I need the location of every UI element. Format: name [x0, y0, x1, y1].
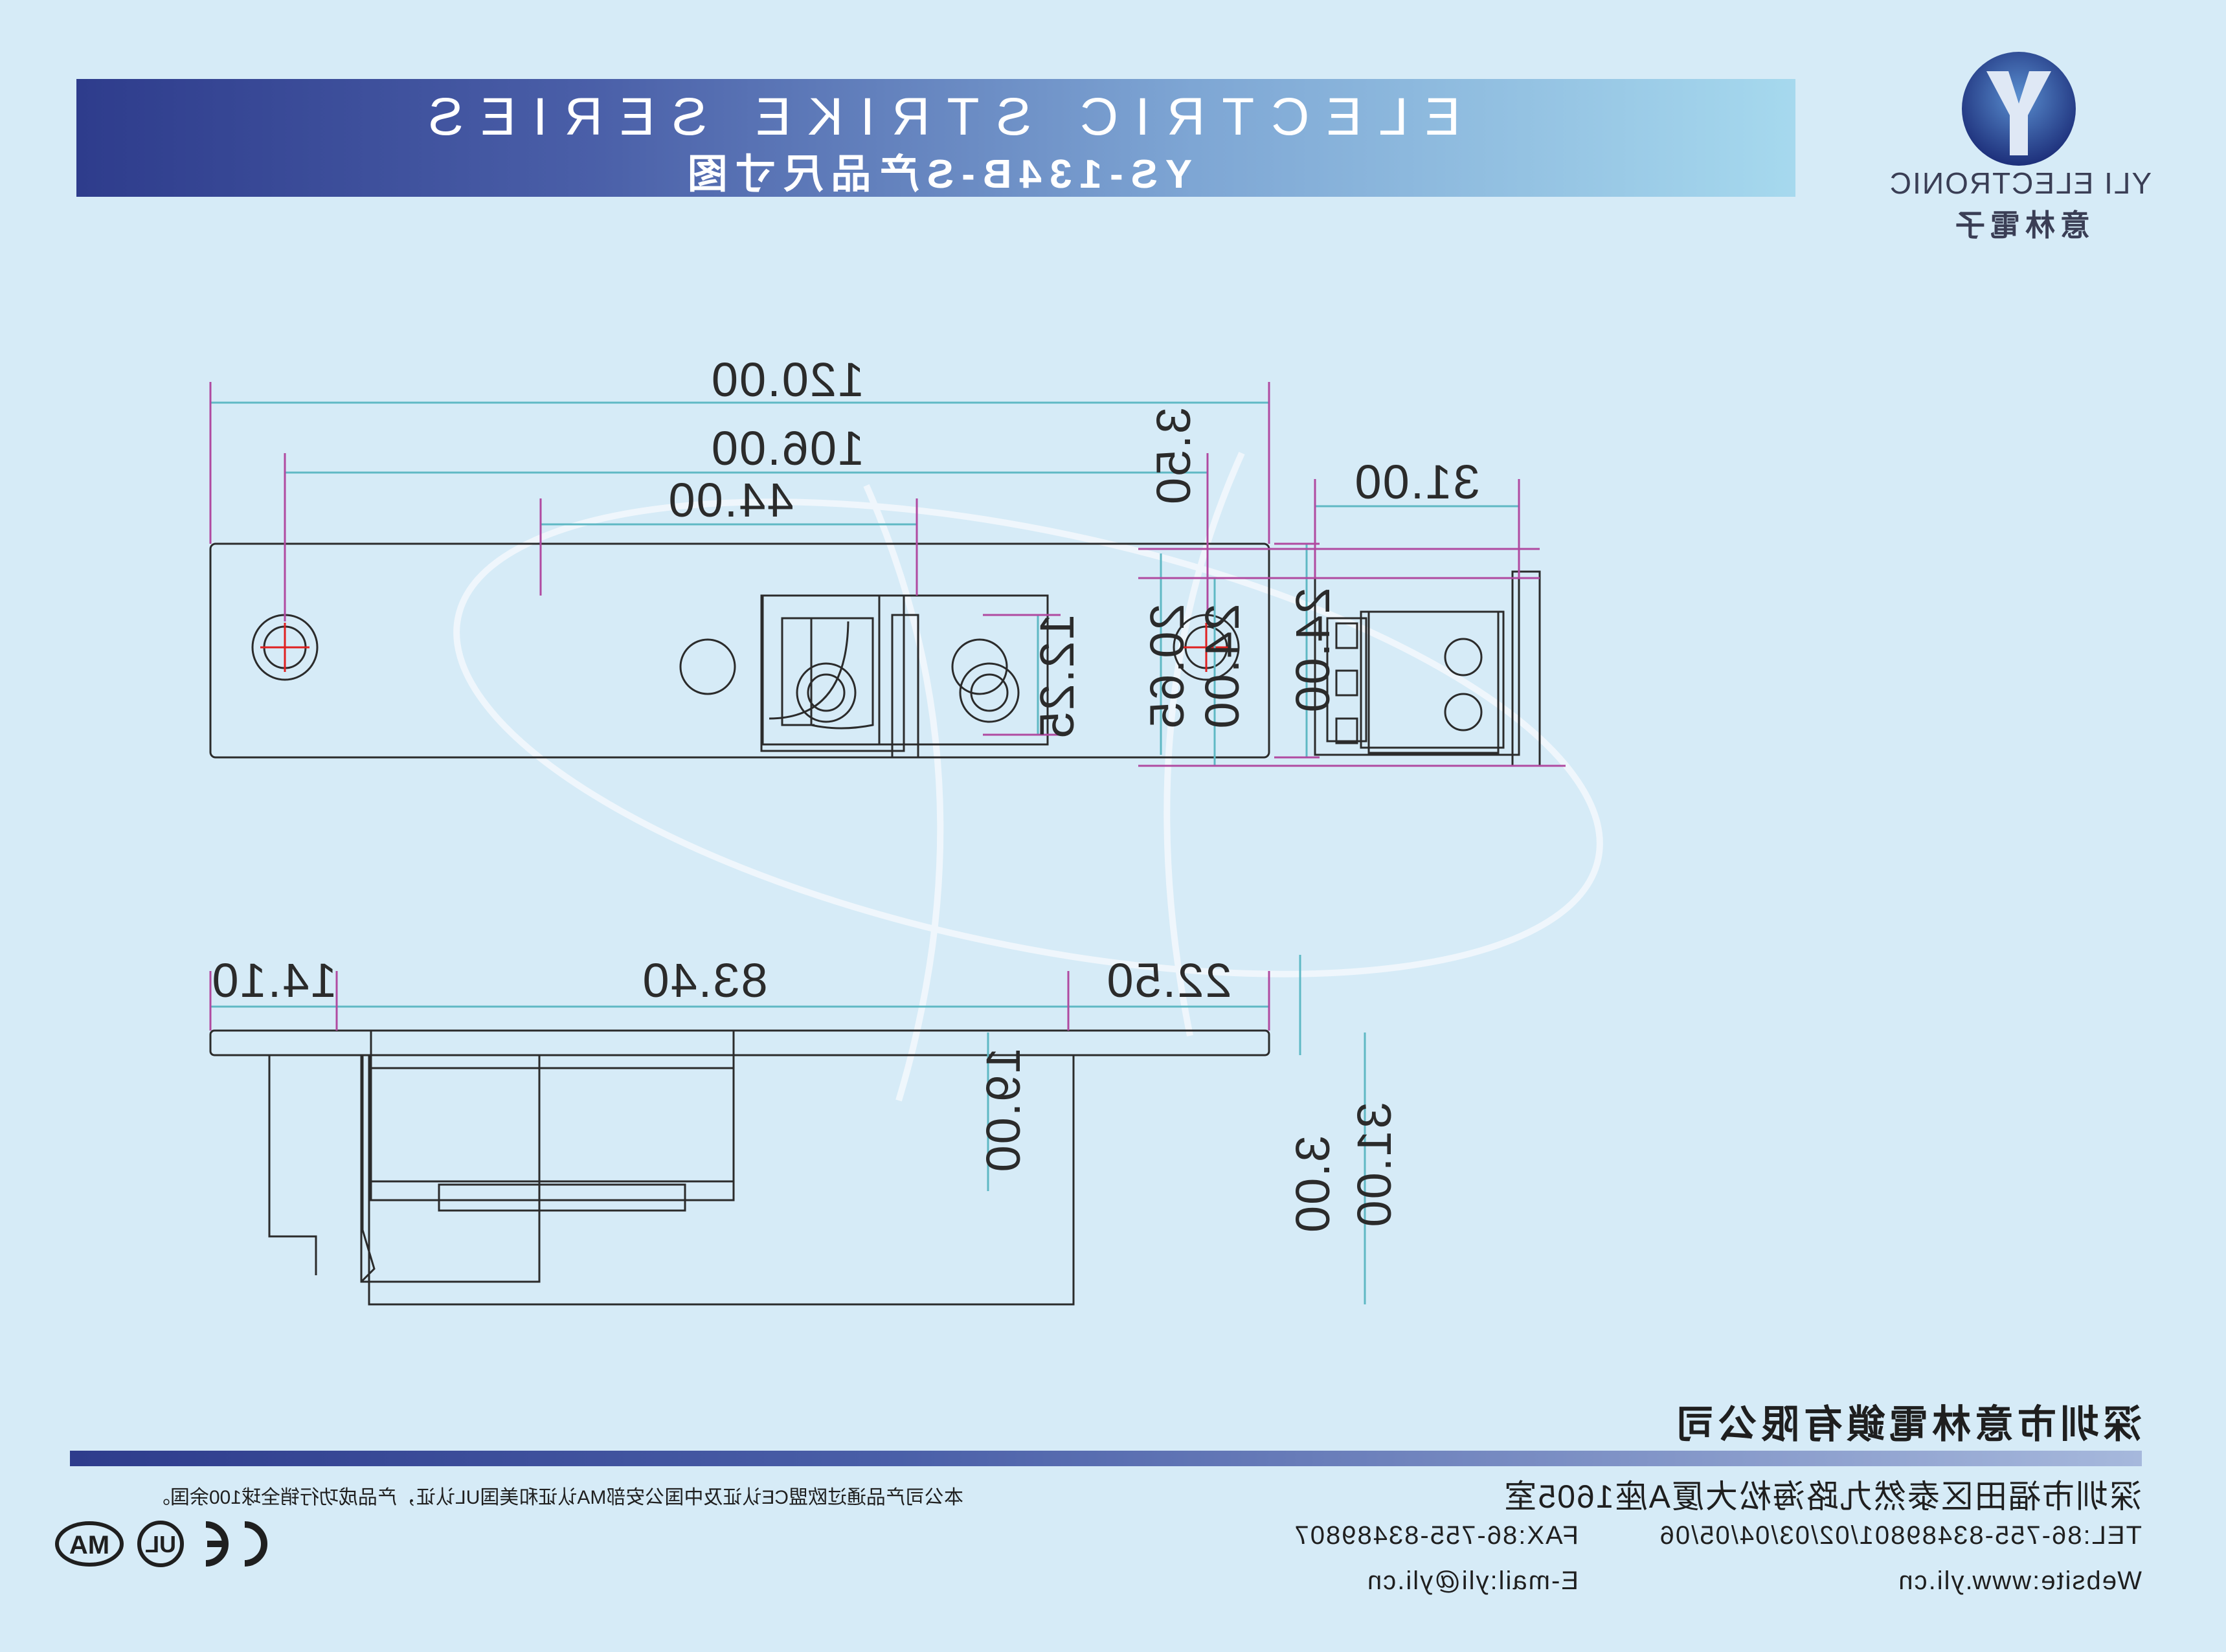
company-tel: TEL:86-755-83489801/02/03/04/05/06 [1658, 1521, 2142, 1550]
dim-44: 44.00 [667, 473, 793, 527]
ul-mark-icon: UL [137, 1521, 184, 1567]
top-view-dimensions [210, 955, 1366, 1304]
company-email: E-mail:yli@yli.cn [1366, 1567, 1579, 1595]
front-view [209, 542, 1270, 759]
dim-3: 3.00 [1286, 1135, 1340, 1234]
dim-14-10: 14.10 [210, 954, 337, 1007]
company-name: 深圳市意林電鎖有限公司 [1672, 1403, 2142, 1446]
company-fax: FAX:86-755-83489807 [1293, 1521, 1579, 1550]
ce-mark-icon [205, 1521, 267, 1567]
svg-text:MA: MA [69, 1531, 109, 1559]
dim-31-top: 31.00 [1347, 1102, 1401, 1228]
dim-3-50: 3.50 [1147, 407, 1200, 506]
dim-19: 19.00 [976, 1047, 1030, 1173]
front-view-extension-lines [209, 382, 1320, 759]
dim-22-50: 22.50 [1105, 954, 1231, 1007]
side-view-extension-lines [1138, 479, 1566, 767]
dim-20-65: 20.65 [1140, 603, 1194, 730]
front-view-dimensions [210, 401, 1308, 757]
front-view-centers [260, 623, 1231, 672]
side-view [1314, 570, 1541, 767]
certification-marks: UL MA [55, 1521, 267, 1567]
dim-120: 120.00 [710, 353, 864, 407]
company-address: 深圳市福田区泰然九路海松大厦A座1605室 [1503, 1479, 2142, 1515]
side-view-dimensions [1160, 505, 1519, 766]
ma-mark-icon: MA [55, 1521, 124, 1567]
top-view-extension-lines [209, 971, 1270, 1031]
dim-83-40: 83.40 [641, 954, 767, 1007]
dim-31: 31.00 [1353, 455, 1479, 509]
dim-12-25: 12.25 [1030, 613, 1084, 739]
top-view [209, 1029, 1270, 1306]
dim-24-side: 24.00 [1195, 603, 1249, 730]
company-website: Website:www.yli.cn [1897, 1567, 2142, 1595]
certification-note: 本公司产品通过欧盟CE认证及中国公安部MA认证和美国UL认证，产品成功行销全球1… [150, 1487, 963, 1508]
footer-divider [70, 1451, 2142, 1466]
dim-106: 106.00 [710, 421, 864, 475]
dim-24-front: 24.00 [1286, 587, 1340, 713]
side-view-detail [1326, 610, 1500, 754]
svg-text:UL: UL [145, 1531, 176, 1557]
